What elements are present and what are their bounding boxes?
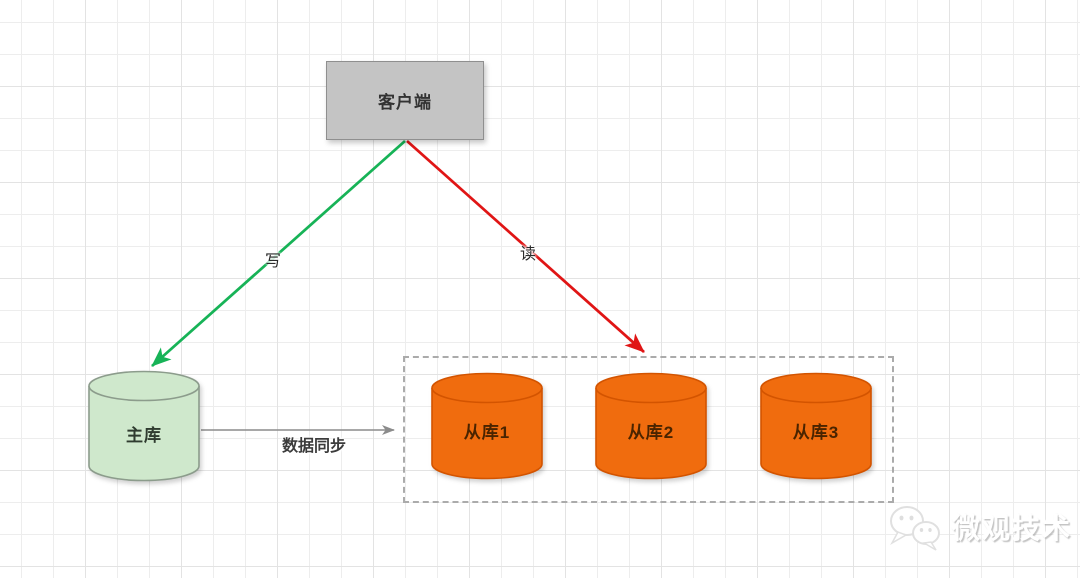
slave-db-2-node: 从库2 [594,372,708,480]
slave-db-1-label: 从库1 [463,423,511,442]
wechat-icon [890,506,940,551]
client-node-label: 客户端 [378,93,432,112]
watermark-text: 微观技术 [952,513,1073,544]
database-cylinder-icon [431,372,543,480]
database-cylinder-icon [88,370,200,482]
watermark: 微观技术 [886,502,1072,552]
sync-edge-label: 数据同步 [281,438,347,455]
slave-db-3-node: 从库3 [759,372,873,480]
write-edge-label: 写 [264,253,282,270]
slave-db-1-node: 从库1 [430,372,544,480]
database-cylinder-icon [595,372,707,480]
slave-group-box [403,356,894,503]
slave-db-2-label: 从库2 [627,423,675,442]
master-db-node: 主库 [87,370,201,482]
client-node: 客户端 [326,61,484,140]
master-db-label: 主库 [126,426,162,445]
read-edge-label: 读 [519,246,537,263]
slave-db-3-label: 从库3 [792,423,840,442]
database-cylinder-icon [760,372,872,480]
